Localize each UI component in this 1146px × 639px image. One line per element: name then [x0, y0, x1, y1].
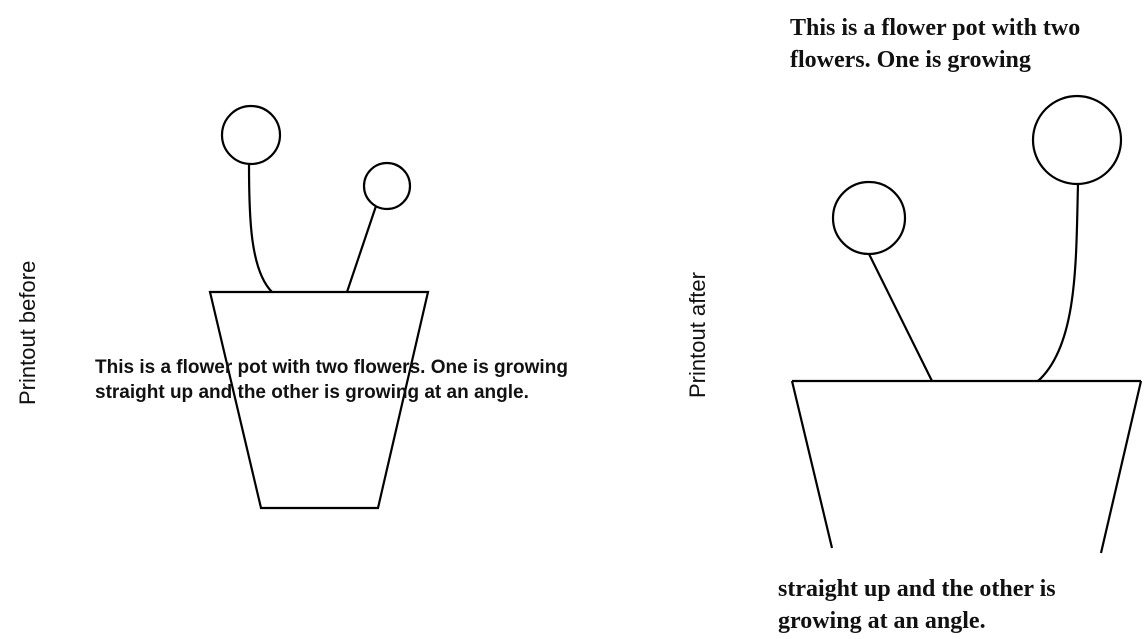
before-drawing [210, 106, 428, 508]
printout-before-label: Printout before [15, 261, 41, 405]
after-drawing [792, 96, 1141, 553]
before-straight-flower-stem [249, 164, 272, 292]
before-caption: This is a flower pot with two flowers. O… [95, 355, 615, 405]
after-caption-top: This is a flower pot with two flowers. O… [790, 12, 1080, 76]
after-straight-flower-head [1033, 96, 1121, 184]
before-angled-flower-stem [347, 206, 376, 292]
after-caption-bottom: straight up and the other is growing at … [778, 573, 1056, 637]
printout-after-label: Printout after [685, 272, 711, 398]
after-straight-flower-stem [1038, 184, 1078, 381]
after-angled-flower-head [833, 182, 905, 254]
after-flower-pot-right-side [1101, 381, 1141, 553]
after-flower-pot-left-side [792, 381, 832, 548]
before-angled-flower-head [364, 163, 410, 209]
after-caption-bottom-line-2: growing at an angle. [778, 605, 1056, 637]
after-angled-flower-stem [869, 254, 932, 381]
after-caption-top-line-2: flowers. One is growing [790, 44, 1080, 76]
after-caption-bottom-line-1: straight up and the other is [778, 573, 1056, 605]
after-caption-top-line-1: This is a flower pot with two [790, 12, 1080, 44]
before-straight-flower-head [222, 106, 280, 164]
